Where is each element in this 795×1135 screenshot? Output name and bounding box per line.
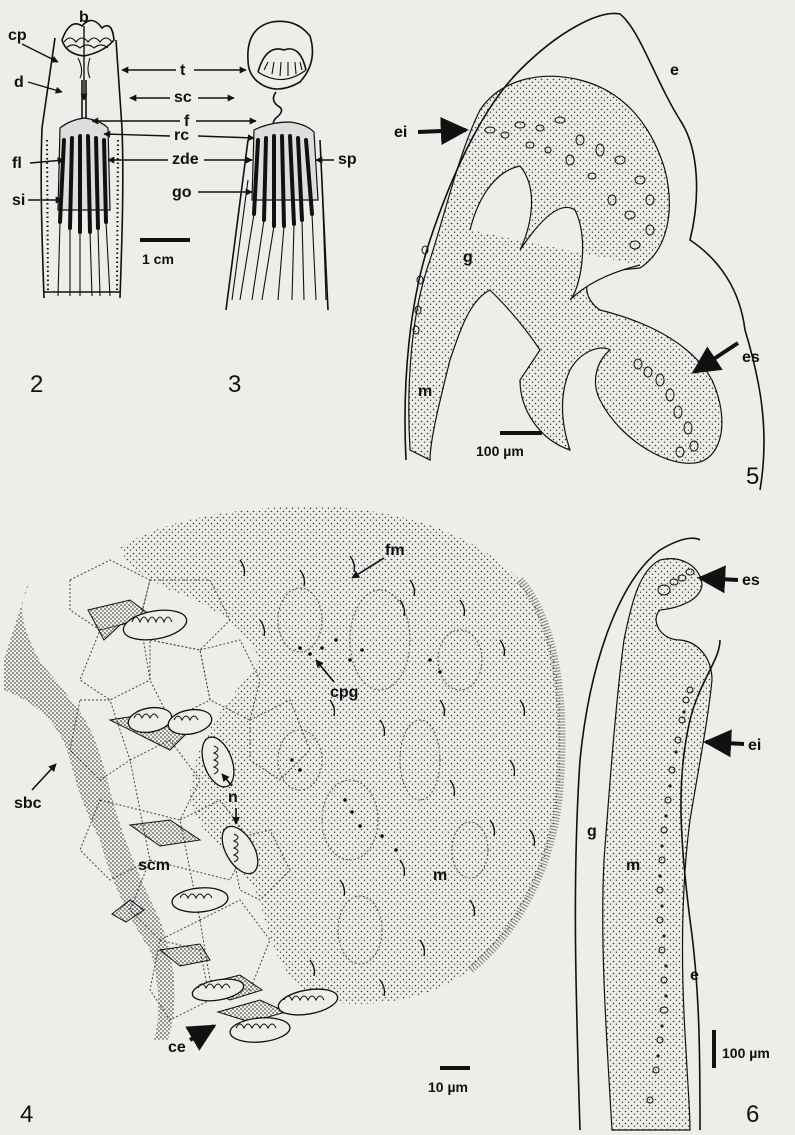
figure-number-4: 4 — [20, 1101, 33, 1128]
label-ce: ce — [168, 1039, 186, 1056]
label-sc: sc — [174, 89, 192, 106]
figure-4-section: fm cpg sbc n scm m ce 10 µm 4 — [4, 506, 562, 1128]
scale-label-1cm: 1 cm — [142, 251, 174, 267]
label-sp: sp — [338, 151, 357, 168]
label-es-fig6: es — [742, 572, 760, 589]
label-n: n — [228, 789, 238, 806]
figure-number-5: 5 — [746, 463, 759, 490]
label-fl: fl — [12, 155, 22, 172]
figure-number-2: 2 — [30, 371, 43, 398]
label-e-fig6: e — [690, 967, 699, 984]
label-sbc: sbc — [14, 795, 42, 812]
figure-2-whole-animal — [41, 20, 123, 298]
label-scm: scm — [138, 857, 170, 874]
figure-6-section: es ei g m e 100 µm 6 — [575, 538, 769, 1130]
label-si: si — [12, 192, 25, 209]
label-cpg: cpg — [330, 684, 358, 701]
label-m-fig5: m — [418, 383, 432, 400]
figure-5-section: e ei g es m 100 µm 5 — [394, 13, 764, 490]
label-zde: zde — [172, 151, 199, 168]
label-rc: rc — [174, 127, 189, 144]
scale-label-fig4: 10 µm — [428, 1079, 468, 1095]
label-m-fig6: m — [626, 857, 640, 874]
label-cp: cp — [8, 27, 27, 44]
label-d: d — [14, 74, 24, 91]
label-e-fig5: e — [670, 62, 679, 79]
figure-number-6: 6 — [746, 1101, 759, 1128]
figure-3-opened-tube: sp 3 — [226, 21, 357, 398]
shared-labels-2-3: t sc f rc zde go 1 cm — [92, 62, 256, 267]
label-ei-fig6: ei — [748, 737, 761, 754]
figure-number-3: 3 — [228, 371, 241, 398]
label-ei-fig5: ei — [394, 124, 407, 141]
label-g-fig6: g — [587, 823, 597, 840]
scale-label-fig6: 100 µm — [722, 1045, 770, 1061]
label-go: go — [172, 184, 192, 201]
label-t: t — [180, 62, 186, 79]
label-es-fig5: es — [742, 349, 760, 366]
label-fm: fm — [385, 542, 405, 559]
label-m-fig4: m — [433, 867, 447, 884]
label-g-fig5: g — [463, 249, 473, 266]
scale-label-fig5: 100 µm — [476, 443, 524, 459]
label-b: b — [79, 9, 89, 26]
